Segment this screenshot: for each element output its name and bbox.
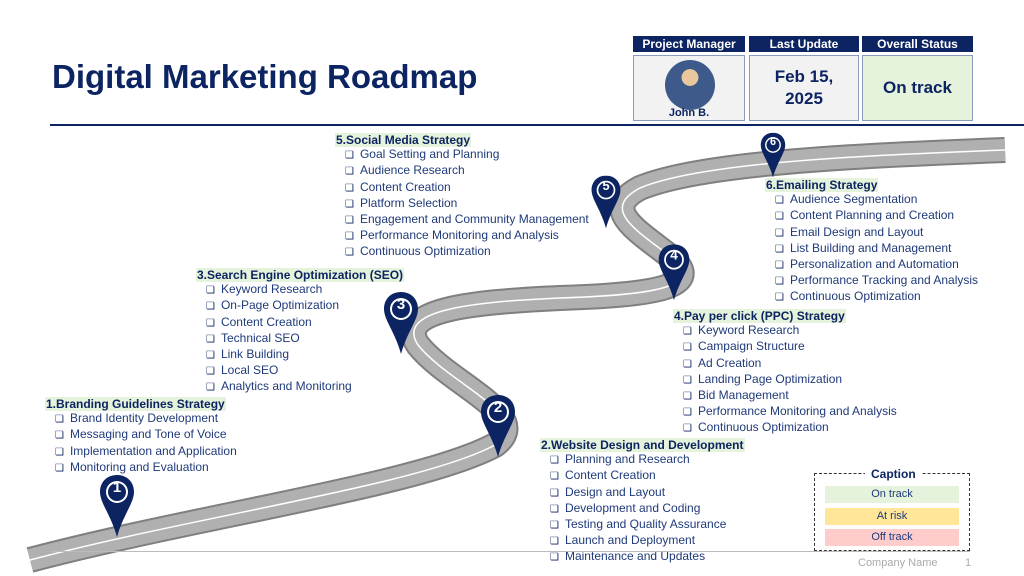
checklist-item: On-Page Optimization bbox=[206, 298, 404, 314]
section-title: 3.Search Engine Optimization (SEO) bbox=[196, 268, 405, 283]
last-update-value: Feb 15, 2025 bbox=[749, 55, 859, 121]
section-items: Keyword ResearchOn-Page OptimizationCont… bbox=[196, 282, 404, 395]
map-pin-icon bbox=[100, 475, 134, 537]
section-title: 6.Emailing Strategy bbox=[765, 178, 879, 193]
caption-title: Caption bbox=[865, 467, 922, 481]
section-ppc: 4.Pay per click (PPC) Strategy Keyword R… bbox=[673, 309, 897, 437]
page-title: Digital Marketing Roadmap bbox=[52, 58, 478, 95]
section-title: 2.Website Design and Development bbox=[540, 438, 745, 453]
map-pin-icon bbox=[481, 395, 515, 457]
section-items: Goal Setting and PlanningAudience Resear… bbox=[335, 147, 589, 260]
checklist-item: Platform Selection bbox=[345, 196, 589, 212]
checklist-item: Messaging and Tone of Voice bbox=[55, 427, 237, 443]
section-items: Planning and ResearchContent CreationDes… bbox=[540, 452, 745, 565]
section-website: 2.Website Design and Development Plannin… bbox=[540, 438, 745, 566]
checklist-item: Content Creation bbox=[345, 180, 589, 196]
checklist-item: Planning and Research bbox=[550, 452, 745, 468]
checklist-item: Keyword Research bbox=[683, 323, 897, 339]
map-pin-icon bbox=[658, 244, 690, 301]
checklist-item: Continuous Optimization bbox=[683, 420, 897, 436]
checklist-item: Technical SEO bbox=[206, 331, 404, 347]
checklist-item: Ad Creation bbox=[683, 356, 897, 372]
pin-number: 4 bbox=[670, 248, 678, 264]
checklist-item: List Building and Management bbox=[775, 241, 978, 257]
checklist-item: Development and Coding bbox=[550, 501, 745, 517]
section-emailing: 6.Emailing Strategy Audience Segmentatio… bbox=[765, 178, 978, 306]
checklist-item: Content Creation bbox=[550, 468, 745, 484]
milestone-pin-5[interactable]: 5 bbox=[591, 175, 622, 229]
avatar bbox=[665, 60, 715, 110]
checklist-item: Performance Monitoring and Analysis bbox=[345, 228, 589, 244]
checklist-item: Continuous Optimization bbox=[775, 289, 978, 305]
title-divider bbox=[50, 124, 1024, 126]
last-update-header: Last Update bbox=[749, 36, 859, 52]
footer-company: Company Name bbox=[858, 557, 938, 569]
checklist-item: Audience Segmentation bbox=[775, 192, 978, 208]
checklist-item: Local SEO bbox=[206, 363, 404, 379]
milestone-pin-1[interactable]: 1 bbox=[99, 475, 135, 537]
checklist-item: Testing and Quality Assurance bbox=[550, 517, 745, 533]
footer-divider bbox=[50, 551, 970, 552]
checklist-item: Content Planning and Creation bbox=[775, 208, 978, 224]
checklist-item: Content Creation bbox=[206, 315, 404, 331]
overall-status-header: Overall Status bbox=[862, 36, 973, 52]
section-items: Keyword ResearchCampaign StructureAd Cre… bbox=[673, 323, 897, 436]
section-branding: 1.Branding Guidelines Strategy Brand Ide… bbox=[45, 397, 237, 476]
section-social-media: 5.Social Media Strategy Goal Setting and… bbox=[335, 133, 589, 261]
checklist-item: Performance Tracking and Analysis bbox=[775, 273, 978, 289]
section-items: Audience SegmentationContent Planning an… bbox=[765, 192, 978, 305]
checklist-item: Monitoring and Evaluation bbox=[55, 460, 237, 476]
checklist-item: Engagement and Community Management bbox=[345, 212, 589, 228]
checklist-item: Audience Research bbox=[345, 163, 589, 179]
overall-status-value: On track bbox=[862, 55, 973, 121]
checklist-item: Personalization and Automation bbox=[775, 257, 978, 273]
section-seo: 3.Search Engine Optimization (SEO) Keywo… bbox=[196, 268, 405, 396]
checklist-item: Bid Management bbox=[683, 388, 897, 404]
section-title: 5.Social Media Strategy bbox=[335, 133, 472, 148]
caption-legend: Caption On track At risk Off track bbox=[814, 467, 970, 551]
project-manager-name: John B. bbox=[668, 107, 710, 119]
checklist-item: Launch and Deployment bbox=[550, 533, 745, 549]
checklist-item: Landing Page Optimization bbox=[683, 372, 897, 388]
milestone-pin-4[interactable]: 4 bbox=[658, 244, 690, 301]
checklist-item: Implementation and Application bbox=[55, 444, 237, 460]
checklist-item: Design and Layout bbox=[550, 485, 745, 501]
map-pin-icon bbox=[591, 175, 621, 229]
checklist-item: Analytics and Monitoring bbox=[206, 379, 404, 395]
checklist-item: Maintenance and Updates bbox=[550, 549, 745, 565]
milestone-pin-6[interactable]: 6 bbox=[760, 132, 786, 178]
pin-number: 5 bbox=[602, 179, 610, 194]
pin-number: 6 bbox=[769, 135, 777, 148]
checklist-item: Link Building bbox=[206, 347, 404, 363]
checklist-item: Brand Identity Development bbox=[55, 411, 237, 427]
project-manager-cell: John B. bbox=[633, 55, 745, 121]
pin-number: 1 bbox=[112, 479, 122, 496]
checklist-item: Goal Setting and Planning bbox=[345, 147, 589, 163]
pin-number: 2 bbox=[493, 399, 503, 416]
map-pin-icon bbox=[760, 132, 786, 178]
footer-page-number: 1 bbox=[965, 557, 972, 569]
milestone-pin-2[interactable]: 2 bbox=[480, 395, 516, 457]
checklist-item: Campaign Structure bbox=[683, 339, 897, 355]
checklist-item: Continuous Optimization bbox=[345, 244, 589, 260]
section-title: 1.Branding Guidelines Strategy bbox=[45, 397, 226, 412]
section-title: 4.Pay per click (PPC) Strategy bbox=[673, 309, 846, 324]
section-items: Brand Identity DevelopmentMessaging and … bbox=[45, 411, 237, 476]
legend-on-track: On track bbox=[825, 486, 959, 503]
legend-off-track: Off track bbox=[825, 529, 959, 546]
checklist-item: Keyword Research bbox=[206, 282, 404, 298]
project-manager-header: Project Manager bbox=[633, 36, 745, 52]
checklist-item: Performance Monitoring and Analysis bbox=[683, 404, 897, 420]
legend-at-risk: At risk bbox=[825, 508, 959, 525]
checklist-item: Email Design and Layout bbox=[775, 225, 978, 241]
